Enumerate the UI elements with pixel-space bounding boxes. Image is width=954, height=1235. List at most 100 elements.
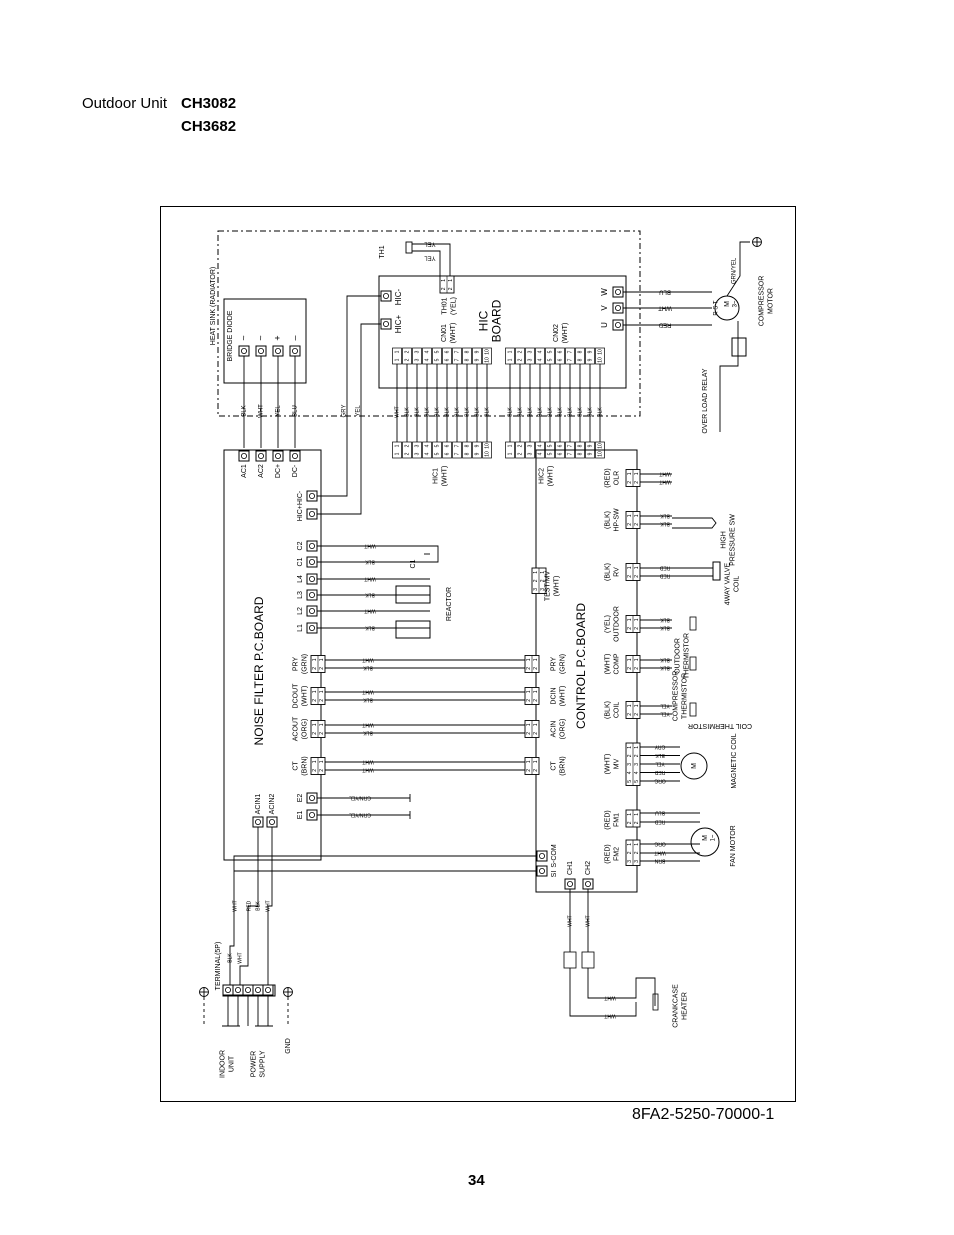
pin-number: 2 bbox=[634, 821, 640, 824]
pin-number: 10 bbox=[597, 443, 603, 449]
pin-number: 3 bbox=[527, 350, 533, 353]
hic-board-title: BOARD bbox=[490, 299, 504, 342]
wire-color-label: BLK bbox=[404, 407, 410, 417]
pin-number: 7 bbox=[567, 452, 573, 455]
pin-number: 2 bbox=[526, 732, 532, 735]
pin-number: 2 bbox=[634, 851, 640, 854]
terminal-screw bbox=[614, 322, 621, 329]
noise-side-label: L2 bbox=[297, 607, 304, 615]
pin-number: 8 bbox=[577, 444, 583, 447]
power-wire bbox=[239, 827, 259, 990]
terminal-screw bbox=[291, 347, 298, 354]
overload-relay bbox=[731, 337, 747, 357]
control-connector-label: (BLK) bbox=[604, 701, 611, 719]
pin-number: 2 bbox=[517, 452, 523, 455]
wire-color-label: WHT bbox=[259, 404, 265, 418]
pin-number: 1 bbox=[526, 760, 532, 763]
wire-color-label: BLK bbox=[660, 513, 670, 519]
wire-color-label: GRN/YEL bbox=[349, 795, 371, 801]
pin-number: 1 bbox=[634, 843, 640, 846]
pin-number: 1 bbox=[394, 444, 400, 447]
pin-number: 8 bbox=[464, 444, 470, 447]
hic1-label: HIC1 bbox=[432, 468, 439, 484]
pin-number: 10 bbox=[484, 349, 490, 355]
noise-side-label: C1 bbox=[297, 557, 304, 566]
cn01-label: (WHT) bbox=[450, 323, 457, 344]
hic2-label: (WHT) bbox=[547, 466, 554, 487]
pin-number: 2 bbox=[540, 579, 546, 582]
pin-number: 1 bbox=[533, 658, 539, 661]
ch-label: CH1 bbox=[567, 861, 574, 875]
terminal-screw bbox=[291, 452, 298, 459]
si-wire bbox=[229, 855, 536, 990]
pin-number: 2 bbox=[533, 699, 539, 702]
wire-color-label: BLK bbox=[363, 665, 373, 671]
acin-label: ACIN2 bbox=[269, 794, 276, 815]
coil-thermistor-label: COIL THERMISTOR bbox=[688, 722, 752, 729]
pin-number: 1 bbox=[319, 690, 325, 693]
terminal-screw bbox=[245, 987, 252, 994]
wire-color-label: WHT bbox=[364, 543, 375, 549]
pin-number: 9 bbox=[587, 452, 593, 455]
pin-number: 4 bbox=[424, 444, 430, 447]
pin-number: 4 bbox=[627, 771, 633, 774]
pin-number: 5 bbox=[434, 358, 440, 361]
pin-number: 1 bbox=[319, 723, 325, 726]
rv-label: COIL bbox=[733, 576, 740, 592]
pin-number: 2 bbox=[404, 444, 410, 447]
noise-top-label: DC- bbox=[292, 464, 299, 477]
noise-side-terminal bbox=[306, 622, 318, 634]
wire-color-label: BLK bbox=[660, 617, 670, 623]
pin-number: 4 bbox=[537, 350, 543, 353]
terminal-screw bbox=[255, 819, 262, 826]
noise-side-terminal bbox=[306, 540, 318, 552]
wire-color-label: BLK bbox=[365, 559, 375, 565]
gnd-label: GND bbox=[285, 1038, 292, 1054]
pin-number: 8 bbox=[464, 350, 470, 353]
pin-number: 1 bbox=[394, 350, 400, 353]
pin-number: 2 bbox=[448, 287, 454, 290]
terminal-screw bbox=[538, 868, 545, 875]
noise-top-terminal bbox=[238, 450, 250, 462]
pin-number: 10 bbox=[484, 443, 490, 449]
pin-number: 1 bbox=[634, 704, 640, 707]
control-connector-label: (BLK) bbox=[604, 563, 611, 581]
compressor-label: COMPRESSOR bbox=[758, 276, 765, 327]
pin-number: 3 bbox=[414, 358, 420, 361]
wire-color-label: BLK bbox=[363, 730, 373, 736]
fm2-connector-label: (RED) bbox=[604, 844, 611, 863]
wire-color-label: ORG bbox=[654, 778, 666, 784]
pin-number: 2 bbox=[526, 667, 532, 670]
pin-number: 3 bbox=[634, 860, 640, 863]
terminal-screw bbox=[614, 305, 621, 312]
pin-number: 4 bbox=[537, 358, 543, 361]
e-terminal-label: E2 bbox=[297, 794, 304, 803]
pin-number: 2 bbox=[627, 523, 633, 526]
pin-number: 2 bbox=[627, 627, 633, 630]
pin-number: 3 bbox=[414, 444, 420, 447]
pin-number: 2 bbox=[441, 287, 447, 290]
wire-color-label: RED bbox=[654, 769, 665, 775]
wire-color-label: BLU bbox=[659, 288, 671, 294]
wire-color-label: BLK bbox=[365, 625, 375, 631]
wire-color-label: WHT bbox=[237, 952, 243, 963]
pin-number: 1 bbox=[634, 566, 640, 569]
pin-number: 9 bbox=[474, 452, 480, 455]
terminal-screw bbox=[538, 853, 545, 860]
pin-number: 10 bbox=[484, 451, 490, 457]
pin-number: 6 bbox=[557, 350, 563, 353]
acin-terminal bbox=[252, 816, 264, 828]
noise-side-terminal bbox=[306, 589, 318, 601]
control-connector-label: OLR bbox=[613, 471, 620, 485]
pin-number: 1 bbox=[319, 658, 325, 661]
hic-terminal bbox=[380, 318, 392, 330]
wire-color-label: YEL bbox=[424, 240, 436, 246]
terminal-screw bbox=[255, 987, 262, 994]
wire-color-label: BLK bbox=[660, 657, 670, 663]
link-left-label: ACOUT bbox=[292, 716, 299, 741]
noise-side-terminal bbox=[306, 605, 318, 617]
terminal-screw bbox=[308, 812, 315, 819]
noise-filter-title: NOISE FILTER P.C.BOARD bbox=[252, 596, 266, 745]
th01-label: (YEL) bbox=[450, 297, 457, 315]
wire-color-label: WHT bbox=[364, 608, 375, 614]
